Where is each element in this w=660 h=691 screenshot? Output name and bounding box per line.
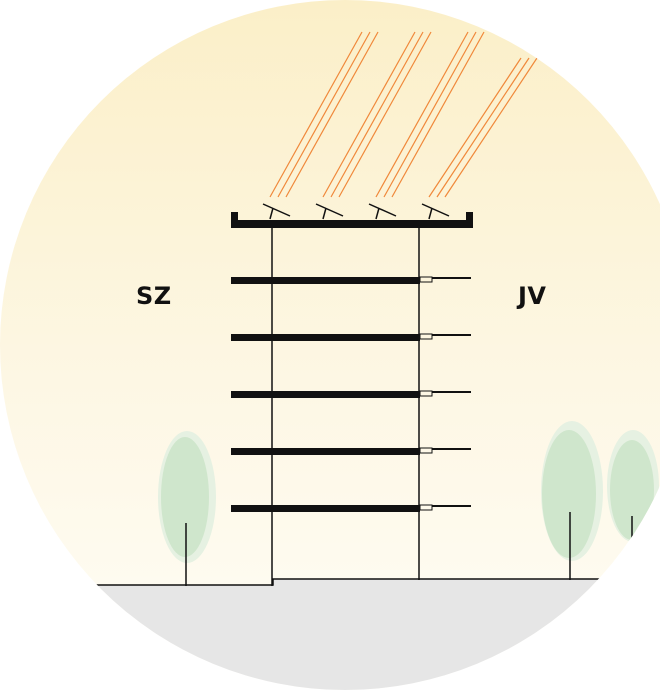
floor-slab [231, 276, 471, 284]
tree-right-1 [541, 421, 603, 580]
roof [231, 212, 473, 228]
solar-panel [368, 203, 397, 220]
floor-slab [231, 333, 471, 341]
orientation-label-northwest: SZ [136, 282, 172, 310]
solar-panel [315, 203, 344, 220]
floor-slab [231, 447, 471, 455]
ground-line [90, 578, 660, 586]
tree-right-2 [607, 430, 659, 542]
solar-panels [262, 203, 450, 220]
floor-slab [231, 390, 471, 398]
floor-slabs [231, 276, 471, 512]
solar-panel [421, 203, 450, 220]
solar-panel [262, 203, 291, 220]
orientation-label-southeast: JV [518, 282, 547, 310]
floor-slab [231, 504, 471, 512]
ground [0, 579, 660, 690]
sun-rays [269, 31, 538, 198]
tree-left [158, 431, 216, 586]
